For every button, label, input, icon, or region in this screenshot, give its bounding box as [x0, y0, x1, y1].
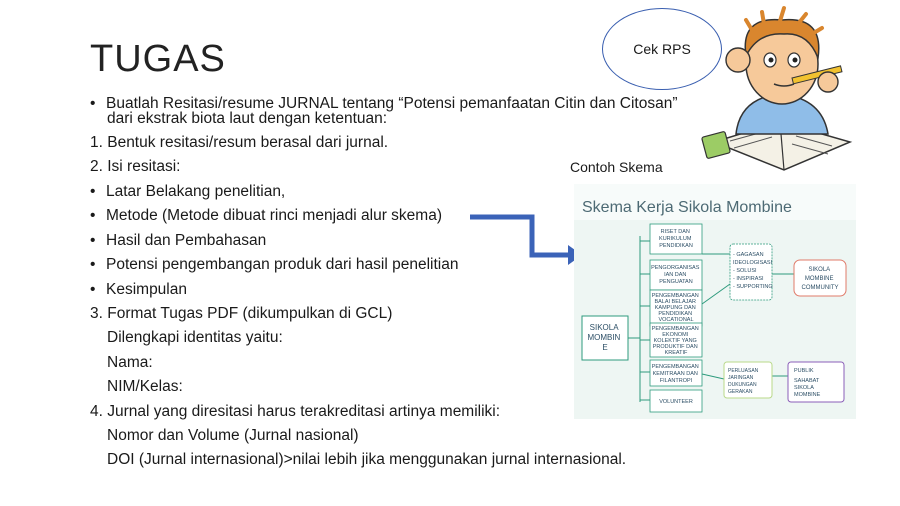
list-item: Nama:	[107, 354, 153, 371]
schema-branch: PENGEMBANGAN EKONOMI KOLEKTIF YANG PRODU…	[652, 326, 701, 356]
list-item: 3. Format Tugas PDF (dikumpulkan di GCL)	[90, 305, 393, 322]
schema-branch: PENGORGANISAS IAN DAN PENGUATAN	[651, 265, 701, 285]
schema-branch: PENGEMBANGAN BALAI BELAJAR KAMPUNG DAN P…	[652, 293, 701, 323]
list-item: dari ekstrak biota laut dengan ketentuan…	[107, 110, 388, 127]
schema-title: Skema Kerja Sikola Mombine	[582, 199, 792, 216]
schema-branch: VOLUNTEER	[659, 399, 693, 405]
schema-right-top: SIKOLA MOMBINE COMMUNITY	[802, 267, 839, 291]
list-item: Dilengkapi identitas yaitu:	[107, 329, 283, 346]
schema-right-bottom: PUBLIK SAHABAT SIKOLA MOMBINE	[794, 368, 821, 398]
schema-mid-top: - GAGASAN IDEOLOGISASI - SOLUSI - INSPIR…	[733, 252, 774, 290]
slide-title: TUGAS	[90, 38, 226, 80]
list-item: Potensi pengembangan produk dari hasil p…	[90, 256, 458, 274]
schema-diagram: Skema Kerja Sikola Mombine SIKOLA MOMBIN…	[574, 184, 856, 419]
example-label: Contoh Skema	[570, 159, 663, 175]
list-item: 2. Isi resitasi:	[90, 158, 181, 175]
list-item: DOI (Jurnal internasional)>nilai lebih j…	[107, 451, 627, 468]
list-item: Nomor dan Volume (Jurnal nasional)	[107, 427, 359, 444]
list-item: Buatlah Resitasi/resume JURNAL tentang “…	[90, 95, 678, 113]
schema-branch: PENGEMBANGAN KEMITRAAN DAN FILANTROPI	[652, 364, 701, 384]
arrow-right-icon	[470, 214, 582, 265]
schema-root: SIKOLA MOMBIN E	[587, 323, 622, 352]
list-item: 1. Bentuk resitasi/resum berasal dari ju…	[90, 134, 389, 151]
student-illustration-icon	[701, 6, 853, 171]
callout-label: Cek RPS	[633, 41, 691, 57]
list-item: NIM/Kelas:	[107, 378, 183, 395]
list-item: Metode (Metode dibuat rinci menjadi alur…	[90, 207, 442, 225]
schema-mid-bottom: PERLUASAN JARINGAN DUKUNGAN GERAKAN	[728, 368, 760, 395]
list-item: Kesimpulan	[90, 281, 187, 299]
list-item: Hasil dan Pembahasan	[90, 232, 266, 250]
cek-rps-callout: Cek RPS	[602, 8, 722, 90]
list-item: 4. Jurnal yang diresitasi harus terakred…	[90, 403, 501, 420]
list-item: Latar Belakang penelitian,	[90, 183, 285, 201]
schema-branch: RISET DAN KURIKULUM PENDIDIKAN	[659, 229, 693, 249]
